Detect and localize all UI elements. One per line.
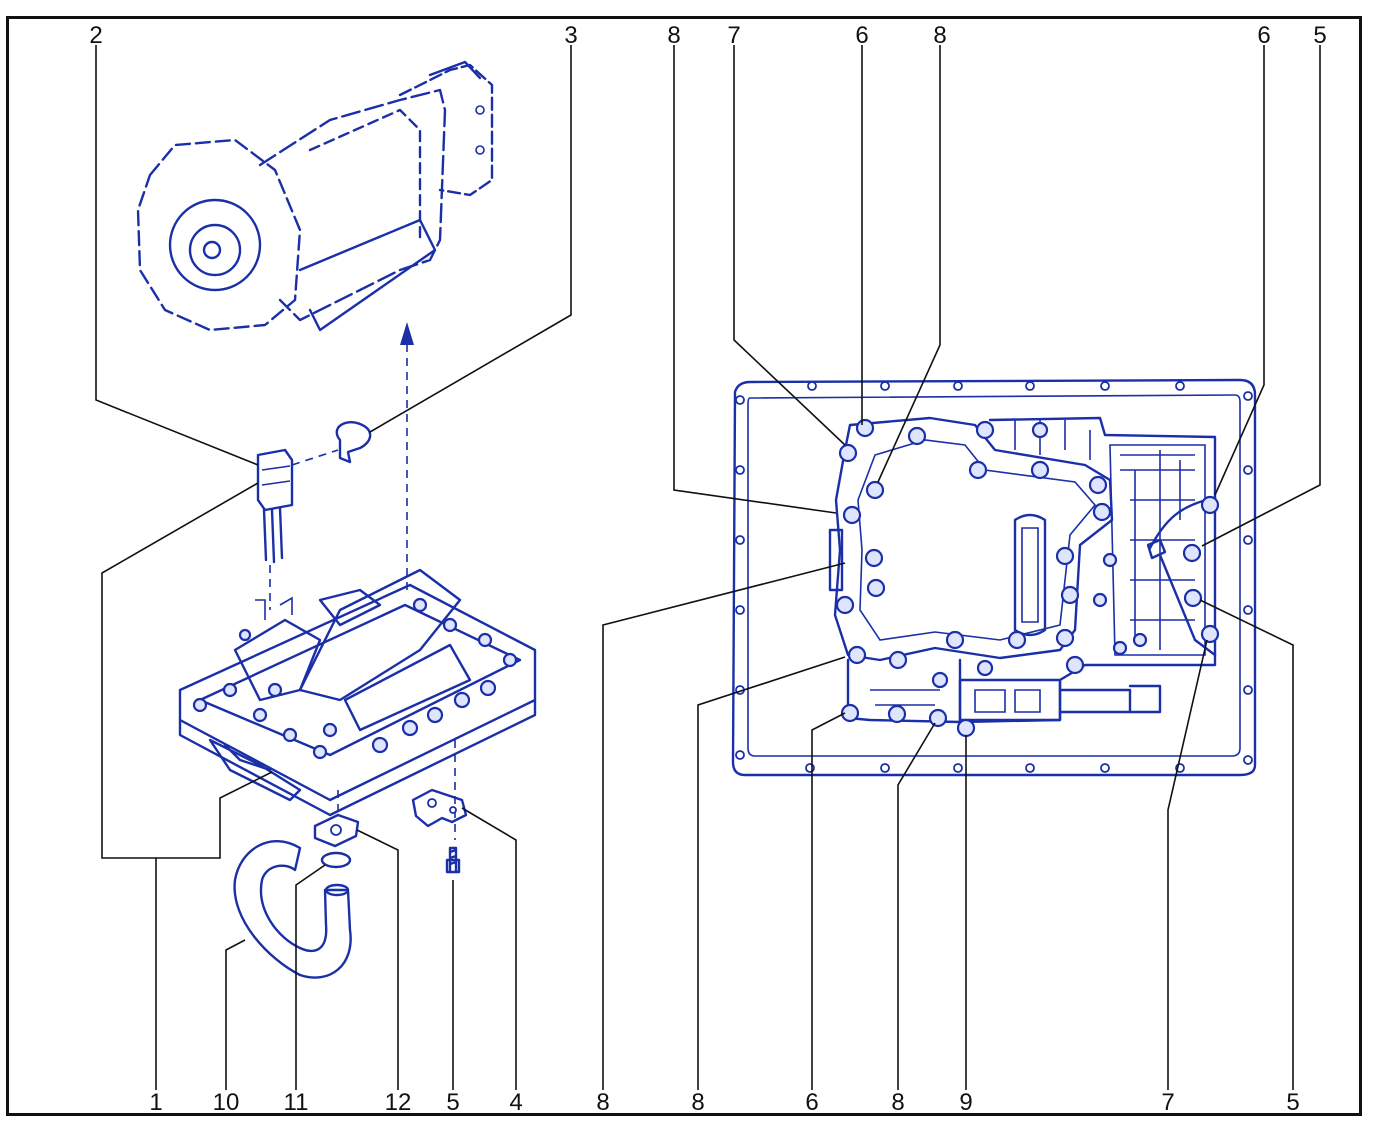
- electrical-connector: [256, 448, 294, 564]
- leader-lines: [95, 45, 1321, 1090]
- o-ring: [320, 851, 352, 869]
- diagram-frame: [6, 16, 1362, 1116]
- callout-12-bottom: 12: [385, 1089, 412, 1116]
- seal-ring: [335, 421, 372, 464]
- callout-2-top: 2: [89, 22, 102, 49]
- callout-1-bottom: 1: [149, 1089, 162, 1116]
- callout-6-top-b: 6: [1257, 22, 1270, 49]
- oil-pan: [731, 378, 1257, 777]
- callout-8-top-b: 8: [933, 22, 946, 49]
- callout-7-bottom: 7: [1161, 1089, 1174, 1116]
- callout-6-bottom: 6: [805, 1089, 818, 1116]
- valve-body-installed: [828, 416, 1220, 738]
- callout-5-top: 5: [1313, 22, 1326, 49]
- callout-6-top-a: 6: [855, 22, 868, 49]
- transmission-housing: [136, 60, 494, 332]
- callouts-bottom: 1 10 11 12 5 4 8 8 6 8 9 7 5: [149, 1089, 1299, 1116]
- callout-7-top: 7: [727, 22, 740, 49]
- callout-5-bottom-b: 5: [1286, 1089, 1299, 1116]
- callout-9-bottom: 9: [959, 1089, 972, 1116]
- callout-10-bottom: 10: [213, 1089, 240, 1116]
- callout-8-top-a: 8: [667, 22, 680, 49]
- callout-5-bottom-a: 5: [446, 1089, 459, 1116]
- oil-pipe: [233, 839, 352, 979]
- callout-4-bottom: 4: [509, 1089, 522, 1116]
- callouts-top: 2 3 8 7 6 8 6 5: [89, 22, 1326, 49]
- callout-8-bottom-a: 8: [596, 1089, 609, 1116]
- callout-11-bottom: 11: [284, 1089, 309, 1116]
- assembly-arrow-icon: [400, 322, 414, 345]
- gasket-plate: [313, 813, 360, 848]
- callout-8-bottom-b: 8: [691, 1089, 704, 1116]
- callout-3-top: 3: [564, 22, 577, 49]
- mounting-bolt: [445, 846, 461, 874]
- valve-body-assembly: [178, 568, 537, 817]
- retaining-bracket: [411, 788, 468, 828]
- guide-connector-seal: [291, 449, 339, 466]
- callout-8-bottom-c: 8: [891, 1089, 904, 1116]
